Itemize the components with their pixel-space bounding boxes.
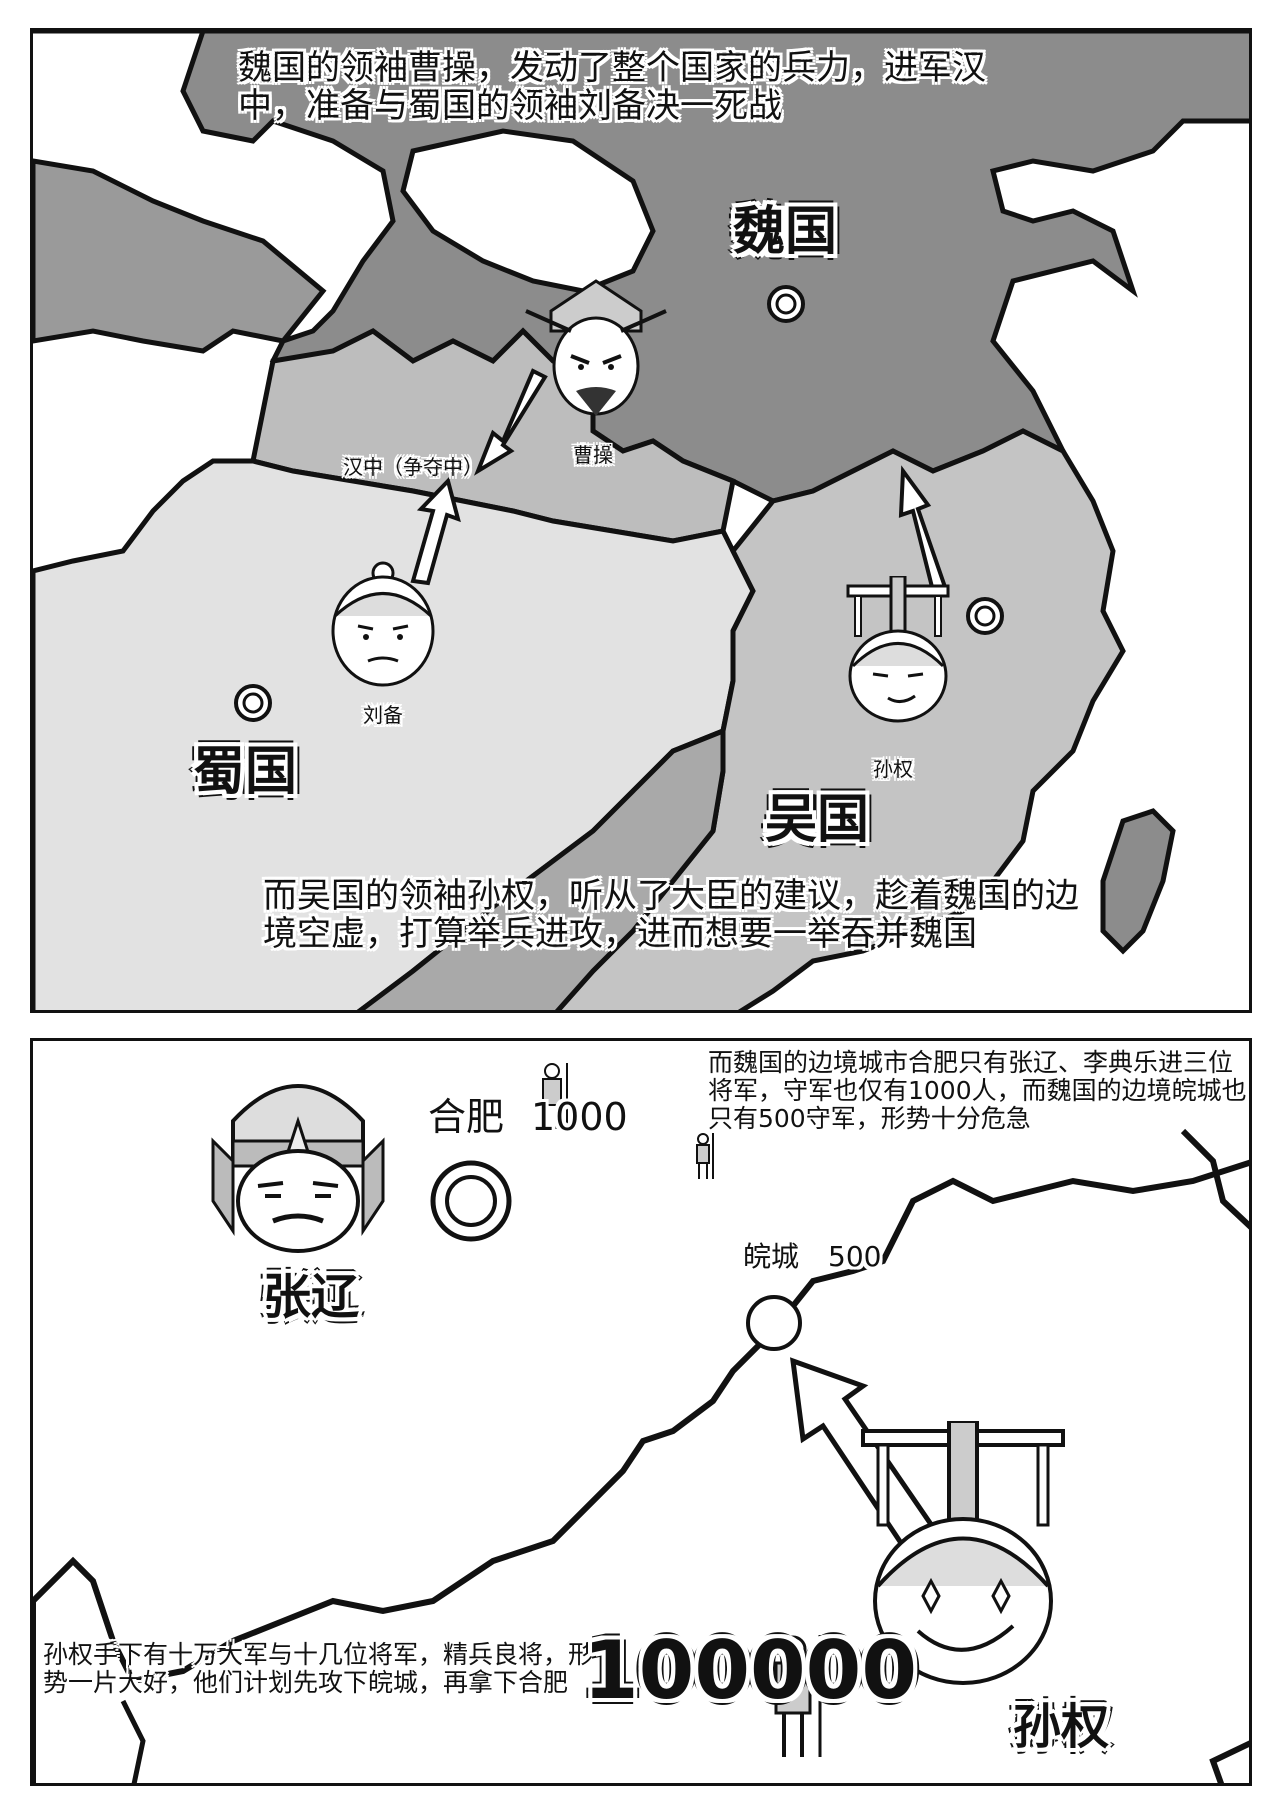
label-sunquan: 孙权 <box>873 757 913 781</box>
wu-troop-count: 100000 <box>583 1624 917 1717</box>
sunquan-face-icon-bottom <box>861 1421 1065 1685</box>
wancheng-name: 皖城 <box>743 1240 800 1273</box>
sunquan-name: 孙权 <box>1013 1699 1110 1755</box>
zhangliao-face-icon <box>211 1084 385 1253</box>
wei-capital-marker <box>767 285 805 323</box>
soldier-icon-wancheng <box>696 1133 714 1179</box>
region-label-shu: 蜀国 <box>193 742 298 802</box>
wancheng-troops: 500 <box>828 1240 882 1273</box>
hefei-city-marker <box>430 1160 512 1242</box>
arrow-liubei-to-hanzhong <box>410 477 461 586</box>
narration-bottom: 孙权手下有十万大军与十几位将军，精兵良将，形势一片大好，他们计划先攻下皖城，再拿… <box>43 1640 594 1697</box>
zhangliao-name: 张辽 <box>263 1269 360 1325</box>
map-background <box>33 31 1249 1010</box>
arrow-sunquan-to-wei <box>898 465 948 594</box>
region-label-wu: 吴国 <box>765 790 870 850</box>
soldier-icon-hefei <box>542 1063 568 1129</box>
caocao-face-icon <box>525 279 667 416</box>
region-label-wei: 魏国 <box>733 202 838 262</box>
arrow-caocao-to-hanzhong <box>473 368 548 476</box>
hefei-name: 合肥 <box>428 1095 505 1139</box>
narration-bottom: 而吴国的领袖孙权，听从了大臣的建议，趁着魏国的边境空虚，打算举兵进攻，进而想要一… <box>263 876 1079 955</box>
narration-top: 魏国的领袖曹操，发动了整个国家的兵力，进军汉中，准备与蜀国的领袖刘备决一死战 <box>238 48 986 127</box>
wu-capital-marker <box>966 597 1004 635</box>
label-liubei: 刘备 <box>363 703 403 727</box>
hefei-troops: 1000 <box>531 1095 628 1139</box>
shu-capital-marker <box>234 684 272 722</box>
label-caocao: 曹操 <box>573 443 613 467</box>
sunquan-face-icon-top <box>846 576 950 723</box>
wancheng-city-marker <box>746 1295 802 1351</box>
label-hanzhong: 汉中（争夺中） <box>343 455 483 479</box>
map-panel-top: 魏国的领袖曹操，发动了整个国家的兵力，进军汉中，准备与蜀国的领袖刘备决一死战 而… <box>30 28 1252 1013</box>
map-panel-bottom: 而魏国的边境城市合肥只有张辽、李典乐进三位将军，守军也仅有1000人，而魏国的边… <box>30 1038 1252 1786</box>
border-line-south <box>33 1159 1249 1783</box>
liubei-face-icon <box>331 561 435 687</box>
narration-top: 而魏国的边境城市合肥只有张辽、李典乐进三位将军，守军也仅有1000人，而魏国的边… <box>708 1048 1247 1133</box>
soldier-icon-wu <box>774 1635 822 1757</box>
